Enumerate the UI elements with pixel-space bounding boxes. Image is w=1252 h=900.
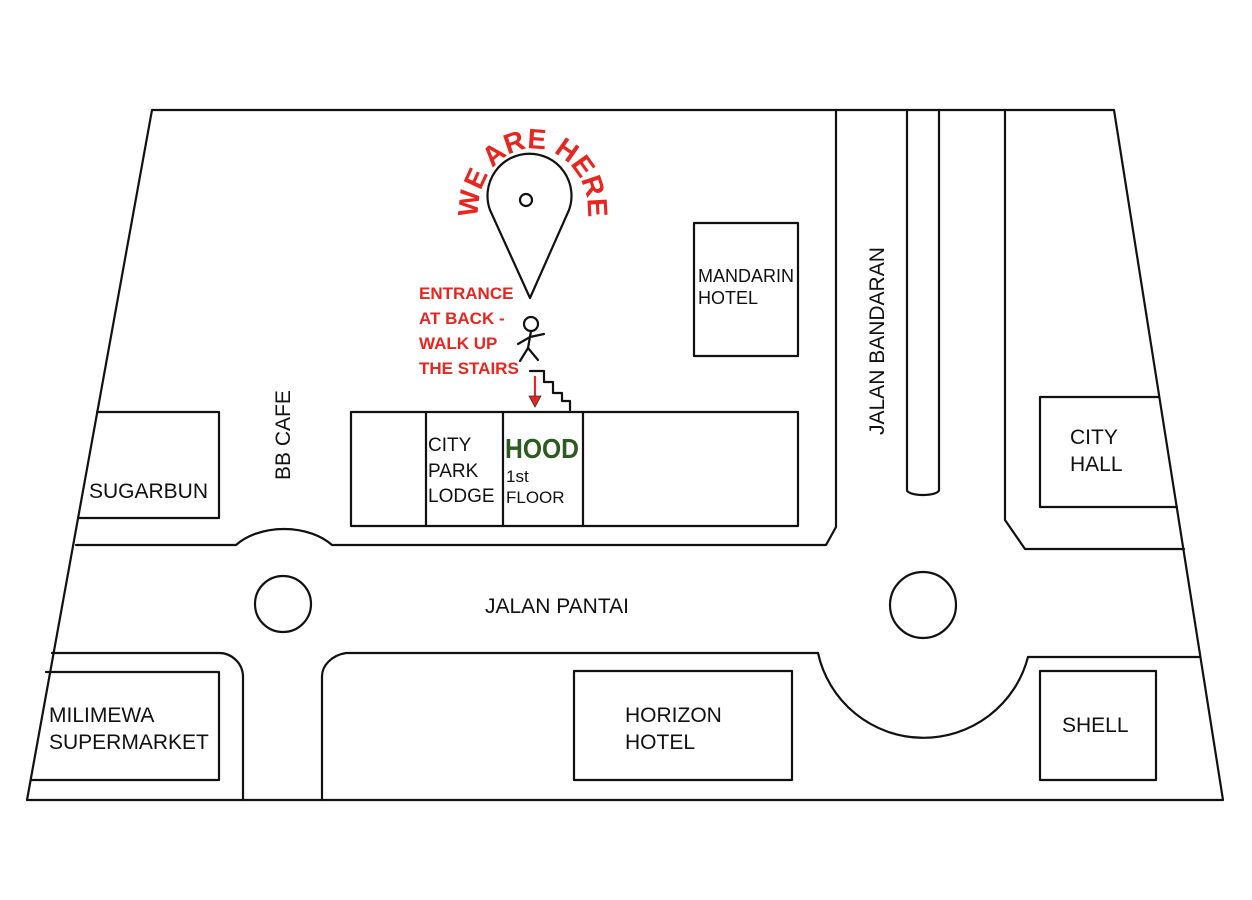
- map-border: [25, 108, 1225, 802]
- shell-label: SHELL: [1062, 714, 1129, 737]
- roundabout-east: [888, 570, 958, 640]
- building-shell: [1038, 669, 1158, 782]
- road-label-jalan-pantai: JALAN PANTAI: [485, 595, 629, 618]
- building-sugarbun: [76, 410, 221, 520]
- milimewa-label: MILIMEWA SUPERMARKET: [49, 704, 209, 754]
- hood-floor-label: 1st FLOOR: [506, 467, 565, 507]
- person-walking-icon: [516, 315, 546, 363]
- hood-name: HOOD: [505, 433, 579, 464]
- entrance-note: ENTRANCE AT BACK - WALK UP THE STAIRS: [419, 284, 519, 378]
- sugarbun-label: SUGARBUN: [89, 480, 208, 503]
- mandarin-hotel-label: MANDARIN HOTEL: [698, 266, 799, 308]
- building-row: [349, 410, 800, 528]
- building-city-hall: [1038, 395, 1179, 509]
- roundabout-west: [253, 574, 313, 634]
- bb-cafe-label: BB CAFE: [272, 390, 295, 480]
- location-pin-icon: [486, 152, 573, 300]
- road-network: [50, 108, 1201, 802]
- building-mandarin-hotel: [692, 221, 800, 358]
- city-hall-label: CITY HALL: [1070, 426, 1123, 476]
- building-horizon-hotel: [572, 669, 794, 782]
- stairs-icon: [528, 369, 572, 412]
- building-milimewa-supermarket: [29, 670, 221, 782]
- road-label-jalan-bandaran: JALAN BANDARAN: [866, 247, 889, 435]
- horizon-hotel-label: HORIZON HOTEL: [625, 704, 728, 754]
- arrow-down-icon: [528, 376, 542, 408]
- we-are-here-title: WE ARE HERE: [452, 123, 613, 218]
- city-park-lodge-label: CITY PARK LODGE: [428, 435, 495, 507]
